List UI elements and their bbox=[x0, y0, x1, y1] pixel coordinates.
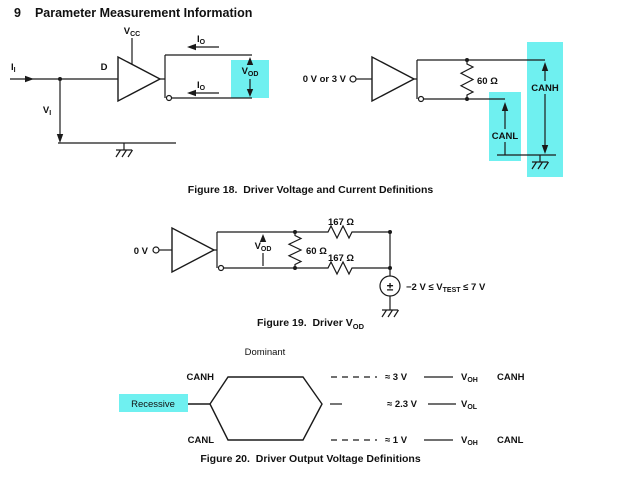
io-bottom-label: IO bbox=[197, 80, 206, 92]
plus-minus-icon: ± bbox=[387, 280, 394, 294]
driver-triangle bbox=[117, 55, 162, 103]
section-heading: 9 Parameter Measurement Information bbox=[14, 6, 252, 20]
resistor-60ohm bbox=[459, 60, 475, 99]
vol-label: VOL bbox=[461, 399, 478, 411]
fig19-circuit: 0 V VOD 60 Ω 167 Ω 167 Ω bbox=[134, 217, 486, 318]
canl-bus-label: CANL bbox=[497, 435, 524, 446]
inverting-bubble-icon bbox=[217, 264, 225, 272]
page-title: Parameter Measurement Information bbox=[34, 6, 253, 20]
canh-label: CANH bbox=[531, 83, 559, 94]
resistor-60ohm bbox=[287, 232, 303, 268]
vod-down-arrow-icon bbox=[246, 89, 254, 97]
canl-label: CANL bbox=[492, 131, 519, 142]
resistor-167-top-label: 167 Ω bbox=[328, 217, 354, 228]
highlight-recessive bbox=[119, 394, 188, 412]
resistor-60-label: 60 Ω bbox=[306, 246, 327, 257]
input-terminal-icon bbox=[152, 246, 160, 254]
canh-down-arrow-icon bbox=[541, 145, 549, 154]
ii-label: II bbox=[11, 62, 16, 74]
ground-icon bbox=[115, 143, 134, 158]
vod-up-arrow-icon bbox=[259, 234, 267, 242]
current-in-arrow-icon bbox=[25, 75, 34, 83]
driver-triangle bbox=[371, 55, 416, 103]
bus-eye-shape bbox=[209, 376, 323, 441]
resistor-167-bottom-label: 167 Ω bbox=[328, 253, 354, 264]
ground-icon bbox=[381, 303, 400, 318]
fig20-diagram: Dominant Recessive CANH CANL ≈ 3 V VOH C… bbox=[119, 347, 525, 447]
vi-arrow-icon bbox=[56, 134, 64, 143]
input-level-label: 0 V bbox=[134, 246, 149, 257]
canh-left-label: CANH bbox=[187, 372, 215, 383]
io-top-arrow-icon bbox=[187, 43, 196, 51]
resistor-167ohm-top bbox=[324, 224, 358, 240]
section-number: 9 bbox=[14, 6, 21, 20]
vi-label: VI bbox=[43, 105, 51, 117]
vtest-range-label: −2 V ≤ VTEST ≤ 7 V bbox=[406, 282, 486, 294]
d-pin-label: D bbox=[101, 62, 108, 73]
driver-triangle bbox=[171, 226, 216, 274]
recessive-label: Recessive bbox=[131, 399, 175, 410]
canh-bus-label: CANH bbox=[497, 372, 525, 383]
canh-label-backplate bbox=[529, 81, 561, 94]
vod-up-arrow-icon bbox=[246, 57, 254, 65]
resistor-60-label: 60 Ω bbox=[477, 76, 498, 87]
level-3v-value: ≈ 3 V bbox=[385, 372, 408, 383]
inverting-bubble-icon bbox=[165, 94, 173, 102]
input-terminal-icon bbox=[349, 75, 357, 83]
inverting-bubble-icon bbox=[417, 95, 425, 103]
voh-canl-label: VOH bbox=[461, 435, 478, 447]
vod-label: VOD bbox=[242, 66, 259, 78]
input-level-label: 0 V or 3 V bbox=[303, 74, 347, 85]
canl-left-label: CANL bbox=[188, 435, 215, 446]
fig18-caption: Figure 18. Driver Voltage and Current De… bbox=[187, 184, 434, 196]
voh-canh-label: VOH bbox=[461, 372, 478, 384]
ground-icon bbox=[531, 155, 550, 170]
fig19-caption: Figure 19. Driver VOD bbox=[257, 317, 364, 332]
canl-label-backplate bbox=[490, 129, 520, 142]
level-23v-value: ≈ 2.3 V bbox=[387, 399, 418, 410]
dominant-label: Dominant bbox=[245, 347, 286, 358]
fig20-caption: Figure 20. Driver Output Voltage Definit… bbox=[200, 453, 421, 465]
fig18-left-circuit: VCC II D VI IO bbox=[10, 26, 269, 158]
vod-label: VOD bbox=[255, 241, 272, 253]
io-bottom-arrow-icon bbox=[187, 89, 196, 97]
io-top-label: IO bbox=[197, 34, 206, 46]
vcc-label: VCC bbox=[124, 26, 140, 38]
fig18-right-circuit: 0 V or 3 V 60 Ω bbox=[303, 42, 563, 177]
level-1v-value: ≈ 1 V bbox=[385, 435, 408, 446]
resistor-167ohm-bottom bbox=[324, 260, 358, 276]
